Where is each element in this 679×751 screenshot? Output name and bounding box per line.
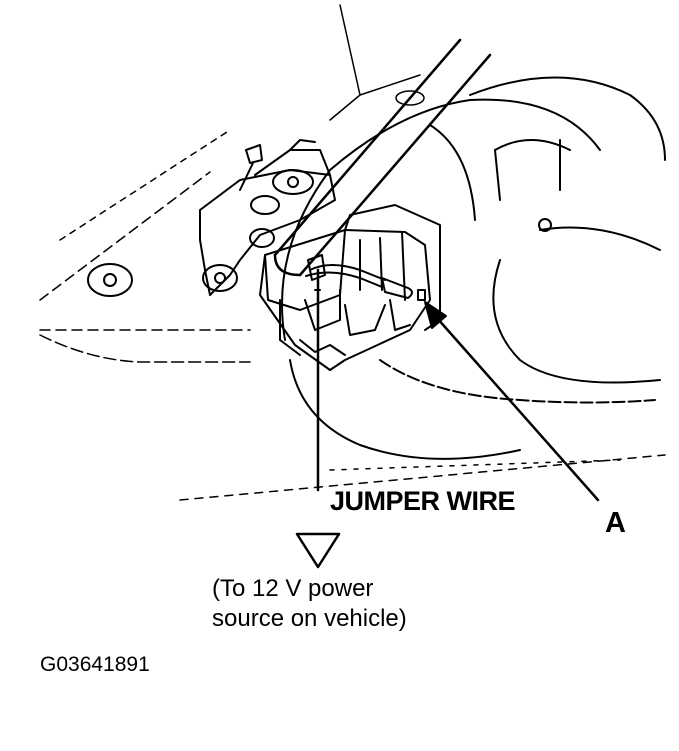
- figure-code: G03641891: [40, 653, 150, 676]
- jumper-wire: [305, 254, 413, 492]
- relay-connector: [259, 204, 441, 371]
- jumper-wire-label: JUMPER WIRE: [330, 486, 516, 516]
- power-note-line2: source on vehicle): [212, 605, 407, 632]
- background-panel: [39, 4, 666, 501]
- motor-housing: [281, 76, 666, 460]
- wiring-harness: [273, 38, 492, 277]
- callout-a-label: A: [605, 507, 626, 539]
- power-note-line1: (To 12 V power: [212, 575, 374, 602]
- pointer-arrow: [424, 301, 600, 502]
- mounting-bracket: [87, 139, 336, 297]
- down-triangle-arrow: [295, 532, 341, 569]
- power-source-note: (To 12 V power source on vehicle): [212, 574, 407, 634]
